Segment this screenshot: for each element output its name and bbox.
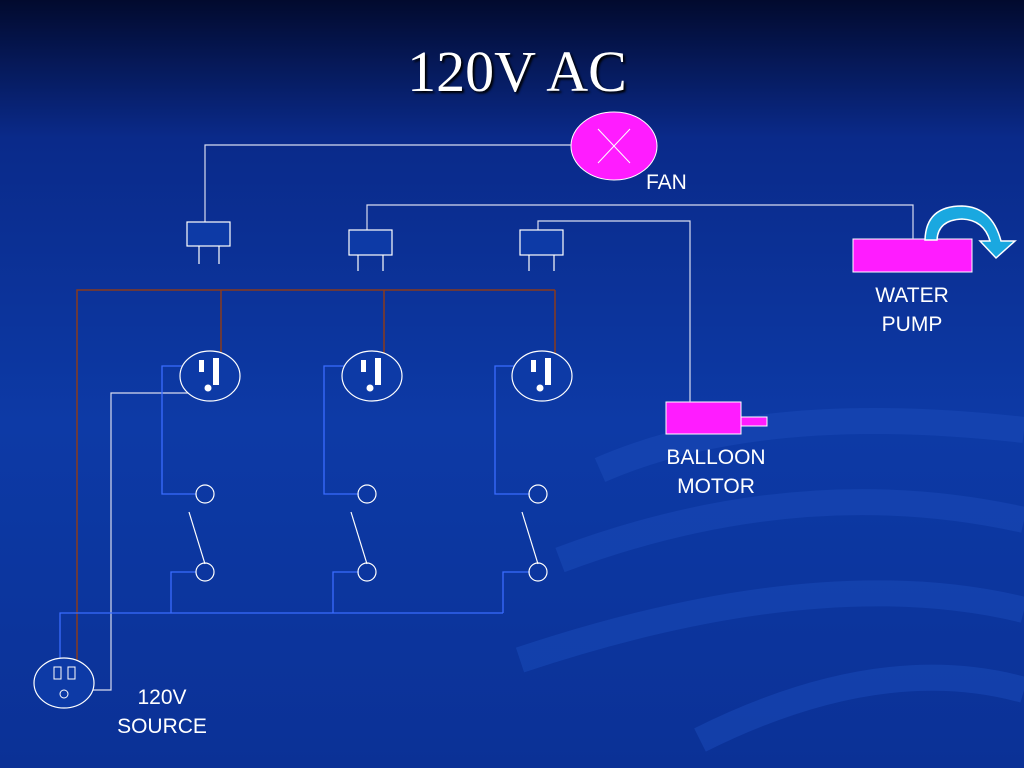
- outlet-3: [511, 350, 573, 402]
- plug-1: [186, 221, 231, 264]
- outlet-2: [341, 350, 403, 402]
- hot-wires: [76, 289, 556, 680]
- switch-3: [521, 484, 548, 582]
- fan-label: FAN: [646, 171, 687, 194]
- curved-arrow-icon: [924, 205, 1017, 260]
- plug-2: [348, 229, 393, 271]
- switch-1: [188, 484, 215, 582]
- switch-wires: [59, 365, 530, 678]
- water-pump-body: [852, 238, 973, 273]
- balloon-motor-label: BALLOON MOTOR: [666, 446, 766, 498]
- fan-symbol: [570, 111, 658, 181]
- source-outlet: [33, 657, 95, 709]
- plug-3: [519, 229, 564, 271]
- source-label: 120V SOURCE: [117, 686, 207, 738]
- water-pump-label: WATER PUMP: [875, 284, 949, 336]
- background-swirl: [515, 408, 1024, 752]
- balloon-motor-body: [665, 401, 768, 435]
- slide-title: 120V AC: [407, 39, 627, 104]
- switch-2: [350, 484, 377, 582]
- device-wires: [70, 144, 914, 691]
- outlet-1: [179, 350, 241, 402]
